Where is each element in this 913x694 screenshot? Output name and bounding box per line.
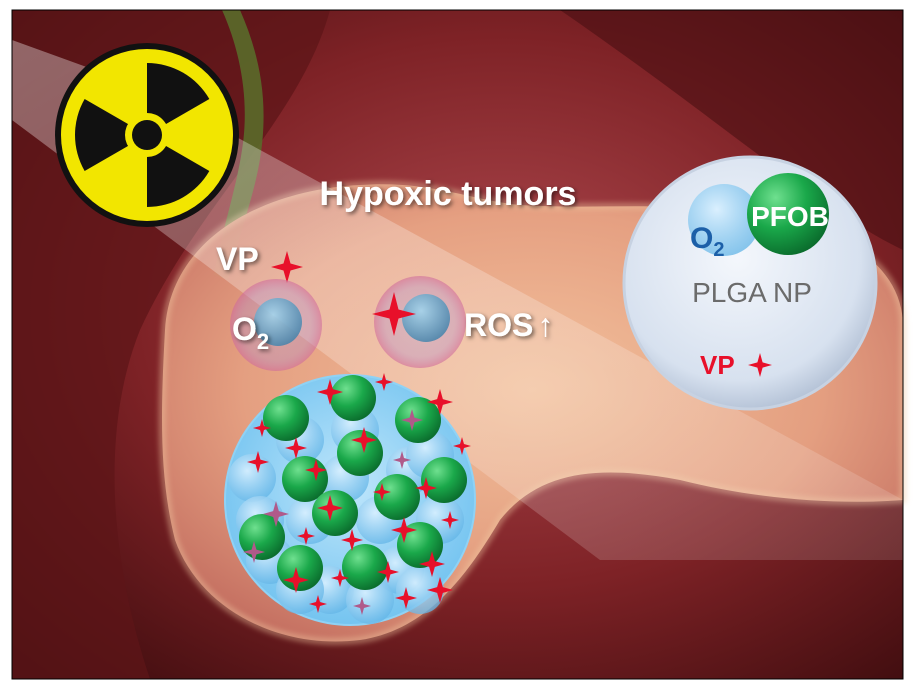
vp-star-icon: [373, 483, 391, 501]
vp-star-icon: [309, 595, 327, 613]
pfob-sphere: [421, 457, 467, 503]
pfob-label: PFOB: [751, 201, 829, 232]
inset-o2-label: O2: [690, 222, 724, 261]
vp-star-icon: [283, 567, 309, 593]
vp-star-icon: [401, 409, 423, 431]
pfob-sphere: [337, 430, 383, 476]
vp-star-icon: [247, 451, 269, 473]
inset-o2-base: O: [690, 222, 713, 255]
vp-star-icon: [271, 251, 303, 283]
pfob-sphere: [263, 395, 309, 441]
pfob-sphere: [374, 474, 420, 520]
inset-o2-bubble: [688, 184, 760, 256]
vp-star-icon: [297, 527, 315, 545]
vp-star-icon: [427, 389, 453, 415]
inset-o2-sub: 2: [713, 239, 724, 261]
vp-star-icon: [453, 437, 471, 455]
vp-star-icon: [351, 427, 377, 453]
vp-label: VP: [216, 241, 259, 277]
pfob-sphere: [330, 375, 376, 421]
o2-bubble: [396, 566, 444, 614]
vp-star-icon: [375, 373, 393, 391]
vp-star-icon: [415, 477, 437, 499]
vp-star-icon: [243, 541, 265, 563]
vp-star-icon: [305, 459, 327, 481]
vp-star-icon: [353, 597, 371, 615]
vp-star-icon: [253, 419, 271, 437]
inset-pfob-sphere: [747, 173, 829, 255]
vp-star-icon: [419, 551, 445, 577]
o2-bubble: [228, 454, 276, 502]
green-vessel: [214, 10, 264, 280]
plga-label: PLGA NP: [692, 277, 812, 308]
vp-star-icon: [317, 495, 343, 521]
ros-label-text: ROS: [464, 307, 533, 343]
o2-label-base: O: [232, 311, 257, 347]
ros-star-icon: [372, 292, 416, 336]
vp-star-icon: [331, 569, 349, 587]
inset-vp-label: VP: [700, 350, 735, 380]
o2-sphere: [254, 298, 302, 346]
title-label: Hypoxic tumors: [320, 175, 577, 213]
pfob-sphere: [239, 514, 285, 560]
radiation-hazard-icon: [55, 43, 239, 227]
vp-star-icon: [427, 577, 453, 603]
vp-star-icon: [441, 511, 459, 529]
vp-star-icon: [285, 437, 307, 459]
vp-star-icon: [393, 451, 411, 469]
vp-star-icon: [395, 587, 417, 609]
frame-border: [11, 9, 904, 680]
pfob-sphere: [342, 544, 388, 590]
pfob-sphere: [312, 490, 358, 536]
o2-label-sub: 2: [257, 329, 269, 354]
vp-star-icon: [263, 501, 289, 527]
ros-up-arrow-icon: ↑: [537, 307, 553, 343]
o2-label: O2: [232, 311, 269, 354]
pfob-sphere: [277, 545, 323, 591]
inset-vp-star-icon: [748, 353, 772, 377]
ros-sphere: [402, 294, 450, 342]
vp-star-icon: [341, 529, 363, 551]
ros-label: ROS↑: [464, 307, 553, 343]
vp-star-icon: [377, 561, 399, 583]
cluster-particles: [228, 373, 471, 624]
vp-star-icon: [391, 517, 417, 543]
vp-star-icon: [317, 379, 343, 405]
